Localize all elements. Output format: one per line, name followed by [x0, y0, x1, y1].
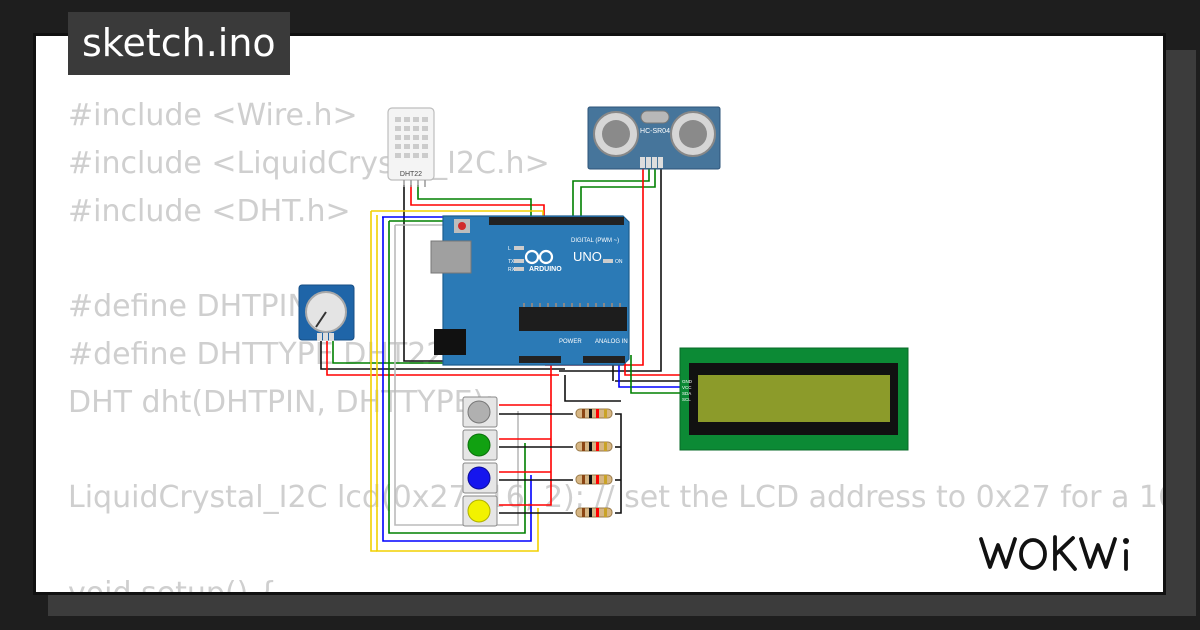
code-line: LiquidCrystal_I2C lcd(0x27, 16, 2); // s… — [68, 480, 1166, 516]
wokwi-logo — [979, 535, 1129, 571]
push-button-gray[interactable] — [462, 396, 498, 428]
code-line: #include <DHT.h> — [68, 193, 351, 229]
button-cap — [467, 433, 491, 457]
arduino-uno-board[interactable]: L TX RX ON DIGITAL (PWM ~) POWER ANALOG … — [430, 215, 630, 366]
dht-label: DHT22 — [400, 171, 422, 178]
code-line: #include <Wire.h> — [68, 98, 358, 133]
arduino-logo — [524, 249, 554, 265]
resistor[interactable] — [575, 507, 613, 518]
code-line: #include <LiquidCrystal_I2C.h> — [68, 145, 550, 181]
button-cap — [467, 400, 491, 424]
svg-text:RX: RX — [508, 267, 516, 273]
lcd-pin-label: GND — [682, 379, 693, 384]
arduino-brand: ARDUINO — [529, 266, 562, 273]
resistor[interactable] — [575, 441, 613, 452]
ultrasonic-label: HC-SR04 — [640, 128, 670, 135]
lcd-display[interactable]: GND VCC SDA SCL — [679, 347, 909, 451]
push-button-blue[interactable] — [462, 462, 498, 494]
lcd-pin-label: SDA — [682, 391, 691, 396]
pin-text: L TX RX ON — [508, 246, 623, 273]
code-background: #include <Wire.h> #include <LiquidCrystal… — [68, 92, 1166, 595]
file-tab[interactable]: sketch.ino — [68, 12, 290, 75]
button-cap — [467, 499, 491, 523]
preview-card: #include <Wire.h> #include <LiquidCrystal… — [33, 33, 1166, 595]
code-line: void setup() { — [68, 575, 277, 595]
svg-text:L: L — [508, 246, 511, 252]
potentiometer[interactable] — [298, 284, 355, 341]
power-header: POWER — [559, 339, 582, 345]
arduino-model: UNO — [573, 249, 602, 264]
svg-text:TX: TX — [508, 259, 515, 265]
button-cap — [467, 466, 491, 490]
resistor[interactable] — [575, 408, 613, 419]
lcd-pin-label: VCC — [682, 385, 692, 390]
lcd-pin-labels: GND VCC SDA SCL — [682, 379, 693, 402]
on-led-label: ON — [615, 259, 623, 265]
analog-header: ANALOG IN — [595, 339, 628, 345]
ultrasonic-sensor[interactable]: HC-SR04 — [587, 106, 721, 170]
circuit-diagram: DHT22 HC-SR04 — [298, 106, 909, 552]
dht22-sensor[interactable]: DHT22 — [387, 107, 435, 187]
lcd-pin-label: SCL — [682, 397, 691, 402]
code-line: #define DHTPIN 2 — [68, 289, 339, 325]
push-button-yellow[interactable] — [462, 495, 498, 527]
digital-header: DIGITAL (PWM ~) — [571, 238, 619, 244]
push-button-green[interactable] — [462, 429, 498, 461]
resistor[interactable] — [575, 474, 613, 485]
